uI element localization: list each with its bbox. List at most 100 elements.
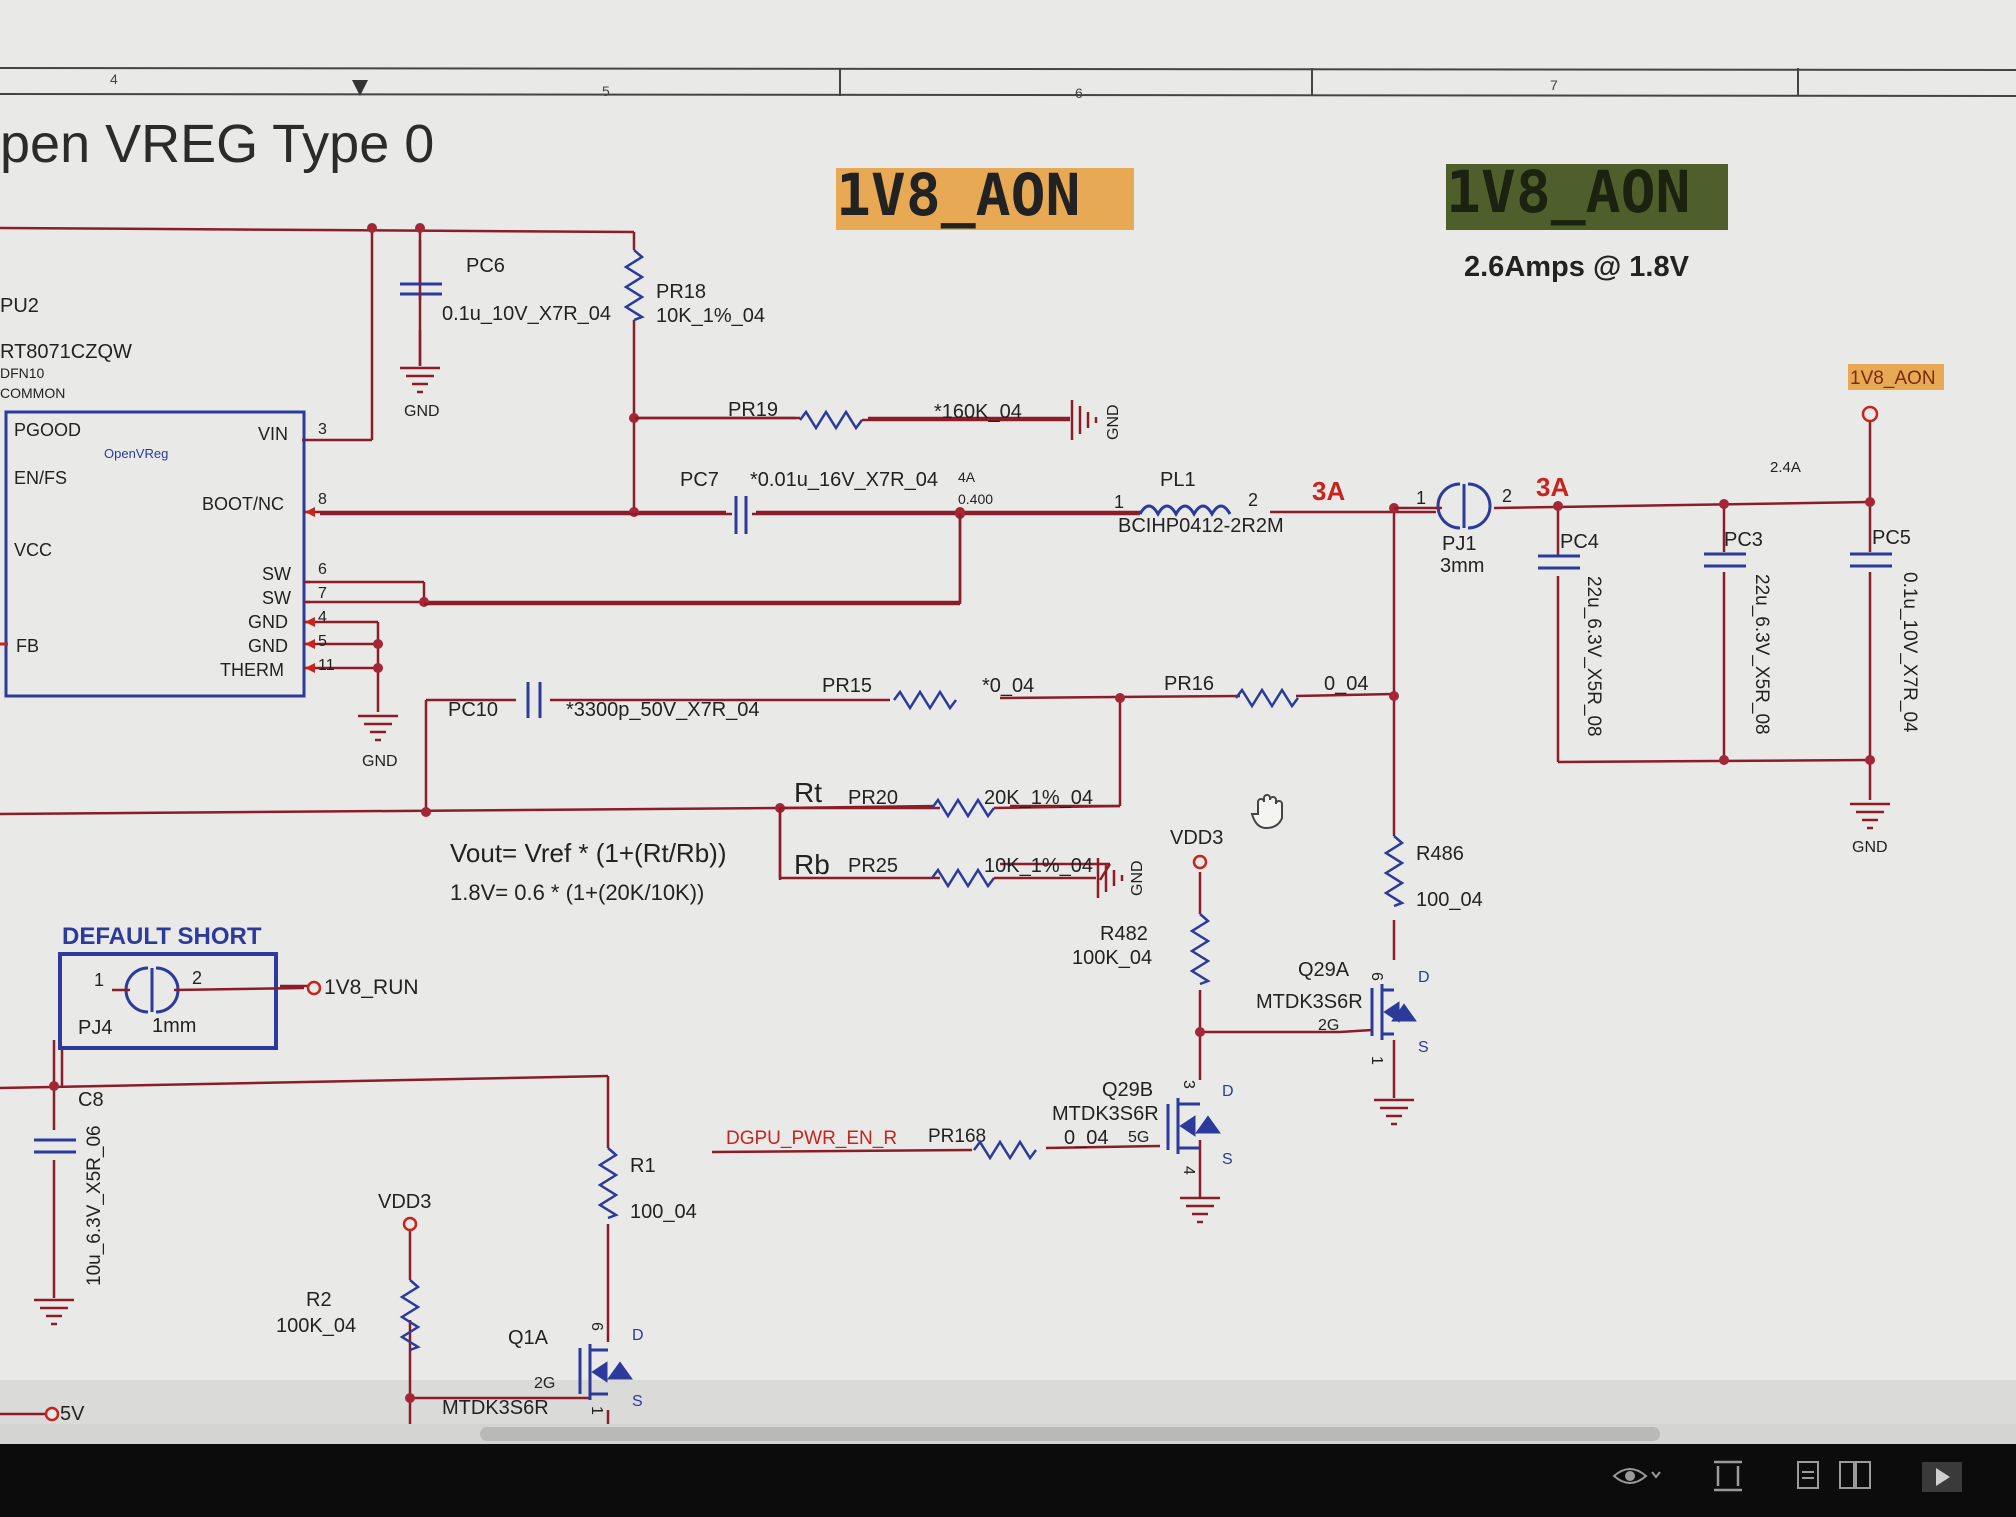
ic-pin-label: VCC [14,540,52,560]
value-label: 10K_1%_04 [984,855,1093,877]
value-label: 20K_1%_04 [984,787,1093,809]
net-callout-box-orange [836,168,1134,230]
ic-body [4,410,306,698]
ic-pin-label: SW [262,588,291,608]
ic-pin-number: 7 [318,585,327,602]
net-port-icon [44,1406,60,1422]
ic-pin-number: 8 [318,491,327,508]
ic-pin-number: 6 [318,561,327,578]
value-label: 0_04 [1324,673,1369,695]
value-label: *0.01u_16V_X7R_04 [750,469,938,491]
ref-label: PC4 [1560,531,1599,553]
pin-letter: S [632,1393,643,1410]
pin-number: 2 [1502,486,1512,506]
pin-number: 3 [1180,1080,1197,1089]
hand-cursor-icon [1250,794,1283,830]
ic-library: COMMON [0,385,65,401]
net-callout-green: 1V8_AON [1446,158,1690,226]
ref-label: PC7 [680,469,719,491]
resistor-pr19 [799,409,863,431]
ref-label: R1 [630,1155,656,1177]
net-port-icon [1192,854,1208,870]
capacitor-pc4 [1538,554,1580,570]
zone-label: 4 [110,71,118,87]
horizontal-scrollbar-thumb[interactable] [480,1427,1660,1441]
pin-letter: D [632,1327,644,1344]
value-label: *160K_04 [934,401,1022,423]
single-page-icon[interactable] [1797,1461,1819,1489]
ic-part: RT8071CZQW [0,341,132,363]
capacitor-c8 [34,1138,76,1154]
ref-label: PJ1 [1442,533,1476,555]
part-label: MTDK3S6R [1256,991,1363,1013]
net-label-run: 1V8_RUN [324,976,419,999]
part-label: MTDK3S6R [1052,1103,1159,1125]
ref-label: R486 [1416,843,1464,865]
mosfet-q29b [1166,1098,1221,1154]
value-label: *0_04 [982,675,1034,697]
play-icon[interactable] [1922,1462,1962,1492]
pl1-note: 0.400 [958,491,993,507]
resistor-pr16 [1235,687,1299,709]
net-label-vdd3: VDD3 [1170,827,1223,849]
value-label: *3300p_50V_X7R_04 [566,699,760,721]
ground-icon [400,366,440,394]
zone-label: 5 [602,83,610,99]
value-label: BCIHP0412-2R2M [1118,515,1284,537]
capacitor-pc3 [1704,552,1746,568]
current-label: 2.4A [1770,459,1801,476]
fit-height-icon[interactable] [1714,1460,1742,1492]
part-label: MTDK3S6R [442,1397,549,1419]
ic-pin-label: FB [16,636,39,656]
net-port-icon [306,980,322,996]
ground-icon [1850,802,1890,830]
pin-number: 1 [94,970,104,990]
ground-icon [34,1298,74,1326]
net-label-5v: 5V [60,1403,85,1425]
pin-letter: S [1222,1151,1233,1168]
current-label: 3A [1312,476,1345,506]
two-page-icon[interactable] [1839,1461,1871,1489]
ref-label: Q29A [1298,959,1350,981]
pl1-note: 4A [958,469,976,485]
current-label: 3A [1536,472,1569,502]
value-label: 100K_04 [1072,947,1152,969]
value-label: 100_04 [1416,889,1483,911]
resistor-pr168 [973,1139,1037,1161]
pin-number: 6 [588,1322,605,1331]
role-label: Rb [794,849,830,880]
ic-pin-number: 11 [318,657,335,674]
ref-label: PR16 [1164,673,1214,695]
ic-pin-number: 5 [318,633,327,650]
ground-icon [358,714,398,742]
value-label: 100K_04 [276,1315,356,1337]
pin-number: 2 [192,968,202,988]
ic-pin-label: BOOT/NC [202,494,284,514]
ref-label: Q1A [508,1327,549,1349]
net-label-gnd: GND [404,403,440,420]
inductor-pl1 [1138,504,1232,518]
pin-number: 1 [1416,488,1426,508]
value-label: 10u_6.3V_X5R_06 [84,1125,105,1286]
pin-number: 5G [1128,1129,1149,1146]
pin-number: 1 [1114,492,1124,512]
ref-label: R482 [1100,923,1148,945]
ic-package: DFN10 [0,365,45,381]
ref-label: PR19 [728,399,778,421]
resistor-pr25 [931,867,995,889]
ic-pin-number: 3 [318,421,327,438]
page-title: pen VREG Type 0 [0,114,434,174]
net-label-gnd: GND [1105,404,1122,440]
ic-pin-label: THERM [220,660,284,680]
net-callout-box-green [1446,164,1728,230]
pin-number: 1 [1368,1056,1385,1065]
resistor-r1 [597,1147,619,1220]
ic-pin-label: PGOOD [14,420,81,440]
pin-number: 6 [1368,972,1385,981]
eye-icon[interactable] [1612,1468,1661,1484]
pin-number: 2G [534,1375,555,1392]
mosfet-q1a [578,1344,633,1400]
junction-dots [49,223,1875,1403]
